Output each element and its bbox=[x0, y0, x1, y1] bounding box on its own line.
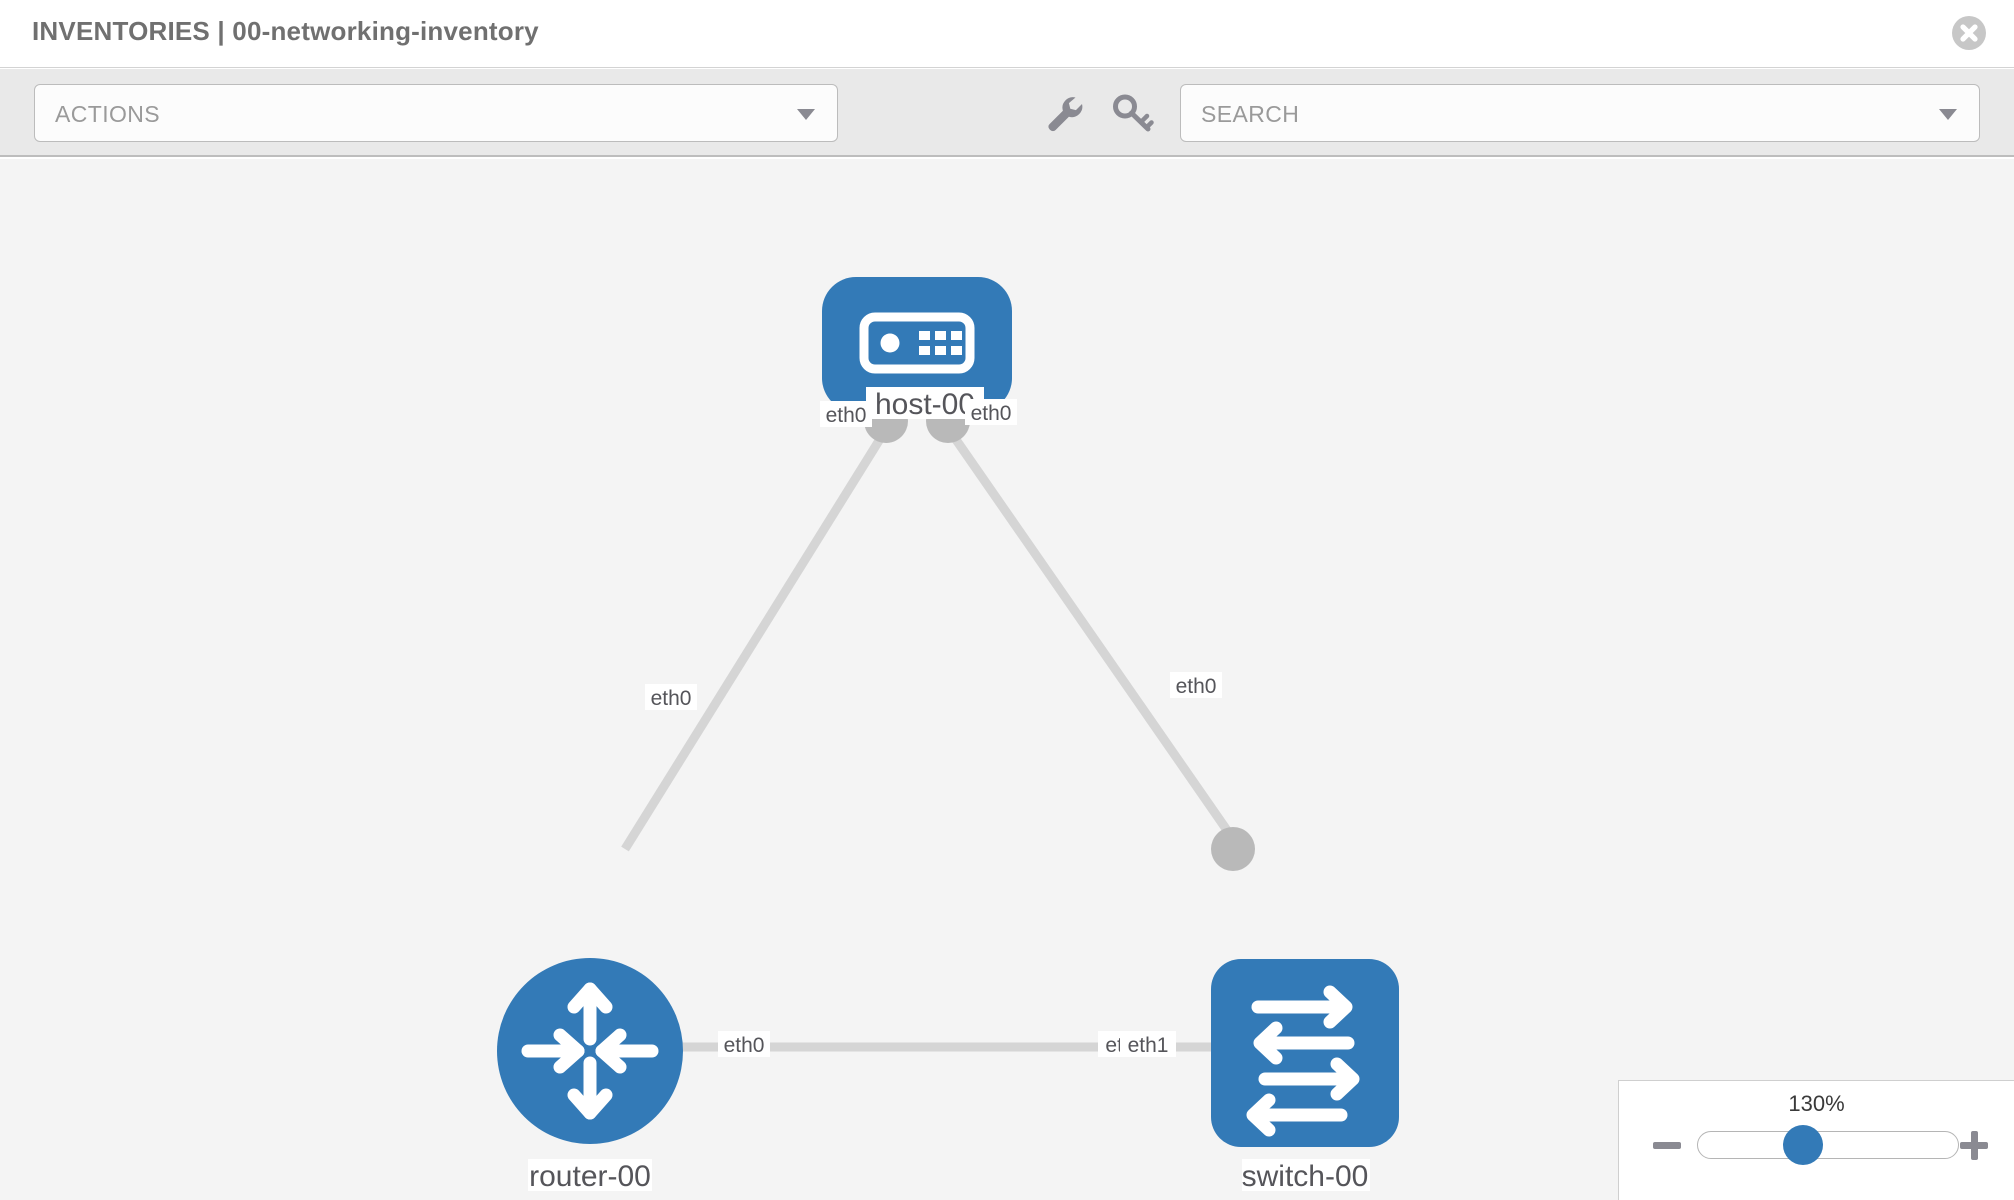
minus-icon[interactable] bbox=[1651, 1129, 1685, 1163]
iface-label-text: eth1 bbox=[1128, 1034, 1169, 1057]
node-router-00[interactable]: router-00 bbox=[497, 958, 683, 1193]
toolbar: ACTIONS SEARCH bbox=[0, 69, 2014, 157]
actions-dropdown-label: ACTIONS bbox=[55, 101, 161, 127]
node-switch-00-label: switch-00 bbox=[1242, 1160, 1369, 1193]
iface-label-text: eth0 bbox=[826, 404, 867, 427]
iface-label-router00-host00: eth0 bbox=[645, 684, 697, 710]
iface-label-text: eth0 bbox=[1176, 675, 1217, 698]
topology-graph: host-00 bbox=[497, 277, 1399, 1193]
plus-icon[interactable] bbox=[1958, 1129, 1992, 1163]
node-host-00-shape[interactable] bbox=[822, 277, 1012, 412]
wrench-icon[interactable] bbox=[1040, 89, 1088, 137]
iface-label-switch00-host00: eth0 bbox=[1170, 672, 1222, 698]
link-host00-switch00[interactable] bbox=[946, 428, 1244, 852]
iface-label-text: eth0 bbox=[651, 687, 692, 710]
iface-label-host00-router00: eth0 bbox=[820, 401, 872, 427]
connector-nub[interactable] bbox=[1211, 827, 1255, 871]
chevron-down-icon[interactable] bbox=[1939, 109, 1957, 120]
page-title: INVENTORIES | 00-networking-inventory bbox=[32, 16, 539, 46]
close-icon[interactable] bbox=[1952, 16, 1986, 50]
node-switch-00[interactable]: switch-00 bbox=[1211, 959, 1399, 1193]
node-host-00[interactable]: host-00 bbox=[822, 277, 1012, 421]
router-arrows-icon bbox=[521, 982, 659, 1120]
iface-label-host00-switch00: eth0 bbox=[965, 399, 1017, 425]
switch-arrows-icon bbox=[1246, 985, 1360, 1137]
search-placeholder: SEARCH bbox=[1201, 101, 1300, 127]
server-icon bbox=[859, 312, 975, 374]
zoom-percent-label: 130% bbox=[1788, 1091, 1845, 1116]
link-host00-router00[interactable] bbox=[621, 428, 889, 852]
chevron-down-icon bbox=[797, 109, 815, 120]
window-header: INVENTORIES | 00-networking-inventory bbox=[0, 0, 2014, 68]
iface-label-switch00-router00: eth1 bbox=[1120, 1031, 1176, 1057]
node-router-00-label: router-00 bbox=[529, 1160, 651, 1193]
iface-label-text: eth0 bbox=[724, 1034, 765, 1057]
node-host-00-label: host-00 bbox=[875, 388, 975, 421]
topology-canvas[interactable]: host-00 bbox=[0, 159, 2014, 1200]
actions-dropdown[interactable]: ACTIONS bbox=[34, 84, 838, 142]
iface-label-router00-switch00: eth0 bbox=[718, 1031, 770, 1057]
search-input[interactable]: SEARCH bbox=[1180, 84, 1980, 142]
zoom-slider-thumb[interactable] bbox=[1783, 1125, 1823, 1165]
node-router-00-shape[interactable] bbox=[497, 958, 683, 1144]
zoom-control: 130% bbox=[1618, 1080, 2014, 1200]
iface-label-text: eth0 bbox=[971, 402, 1012, 425]
zoom-slider-track[interactable] bbox=[1697, 1131, 1959, 1159]
key-icon[interactable] bbox=[1108, 89, 1156, 137]
